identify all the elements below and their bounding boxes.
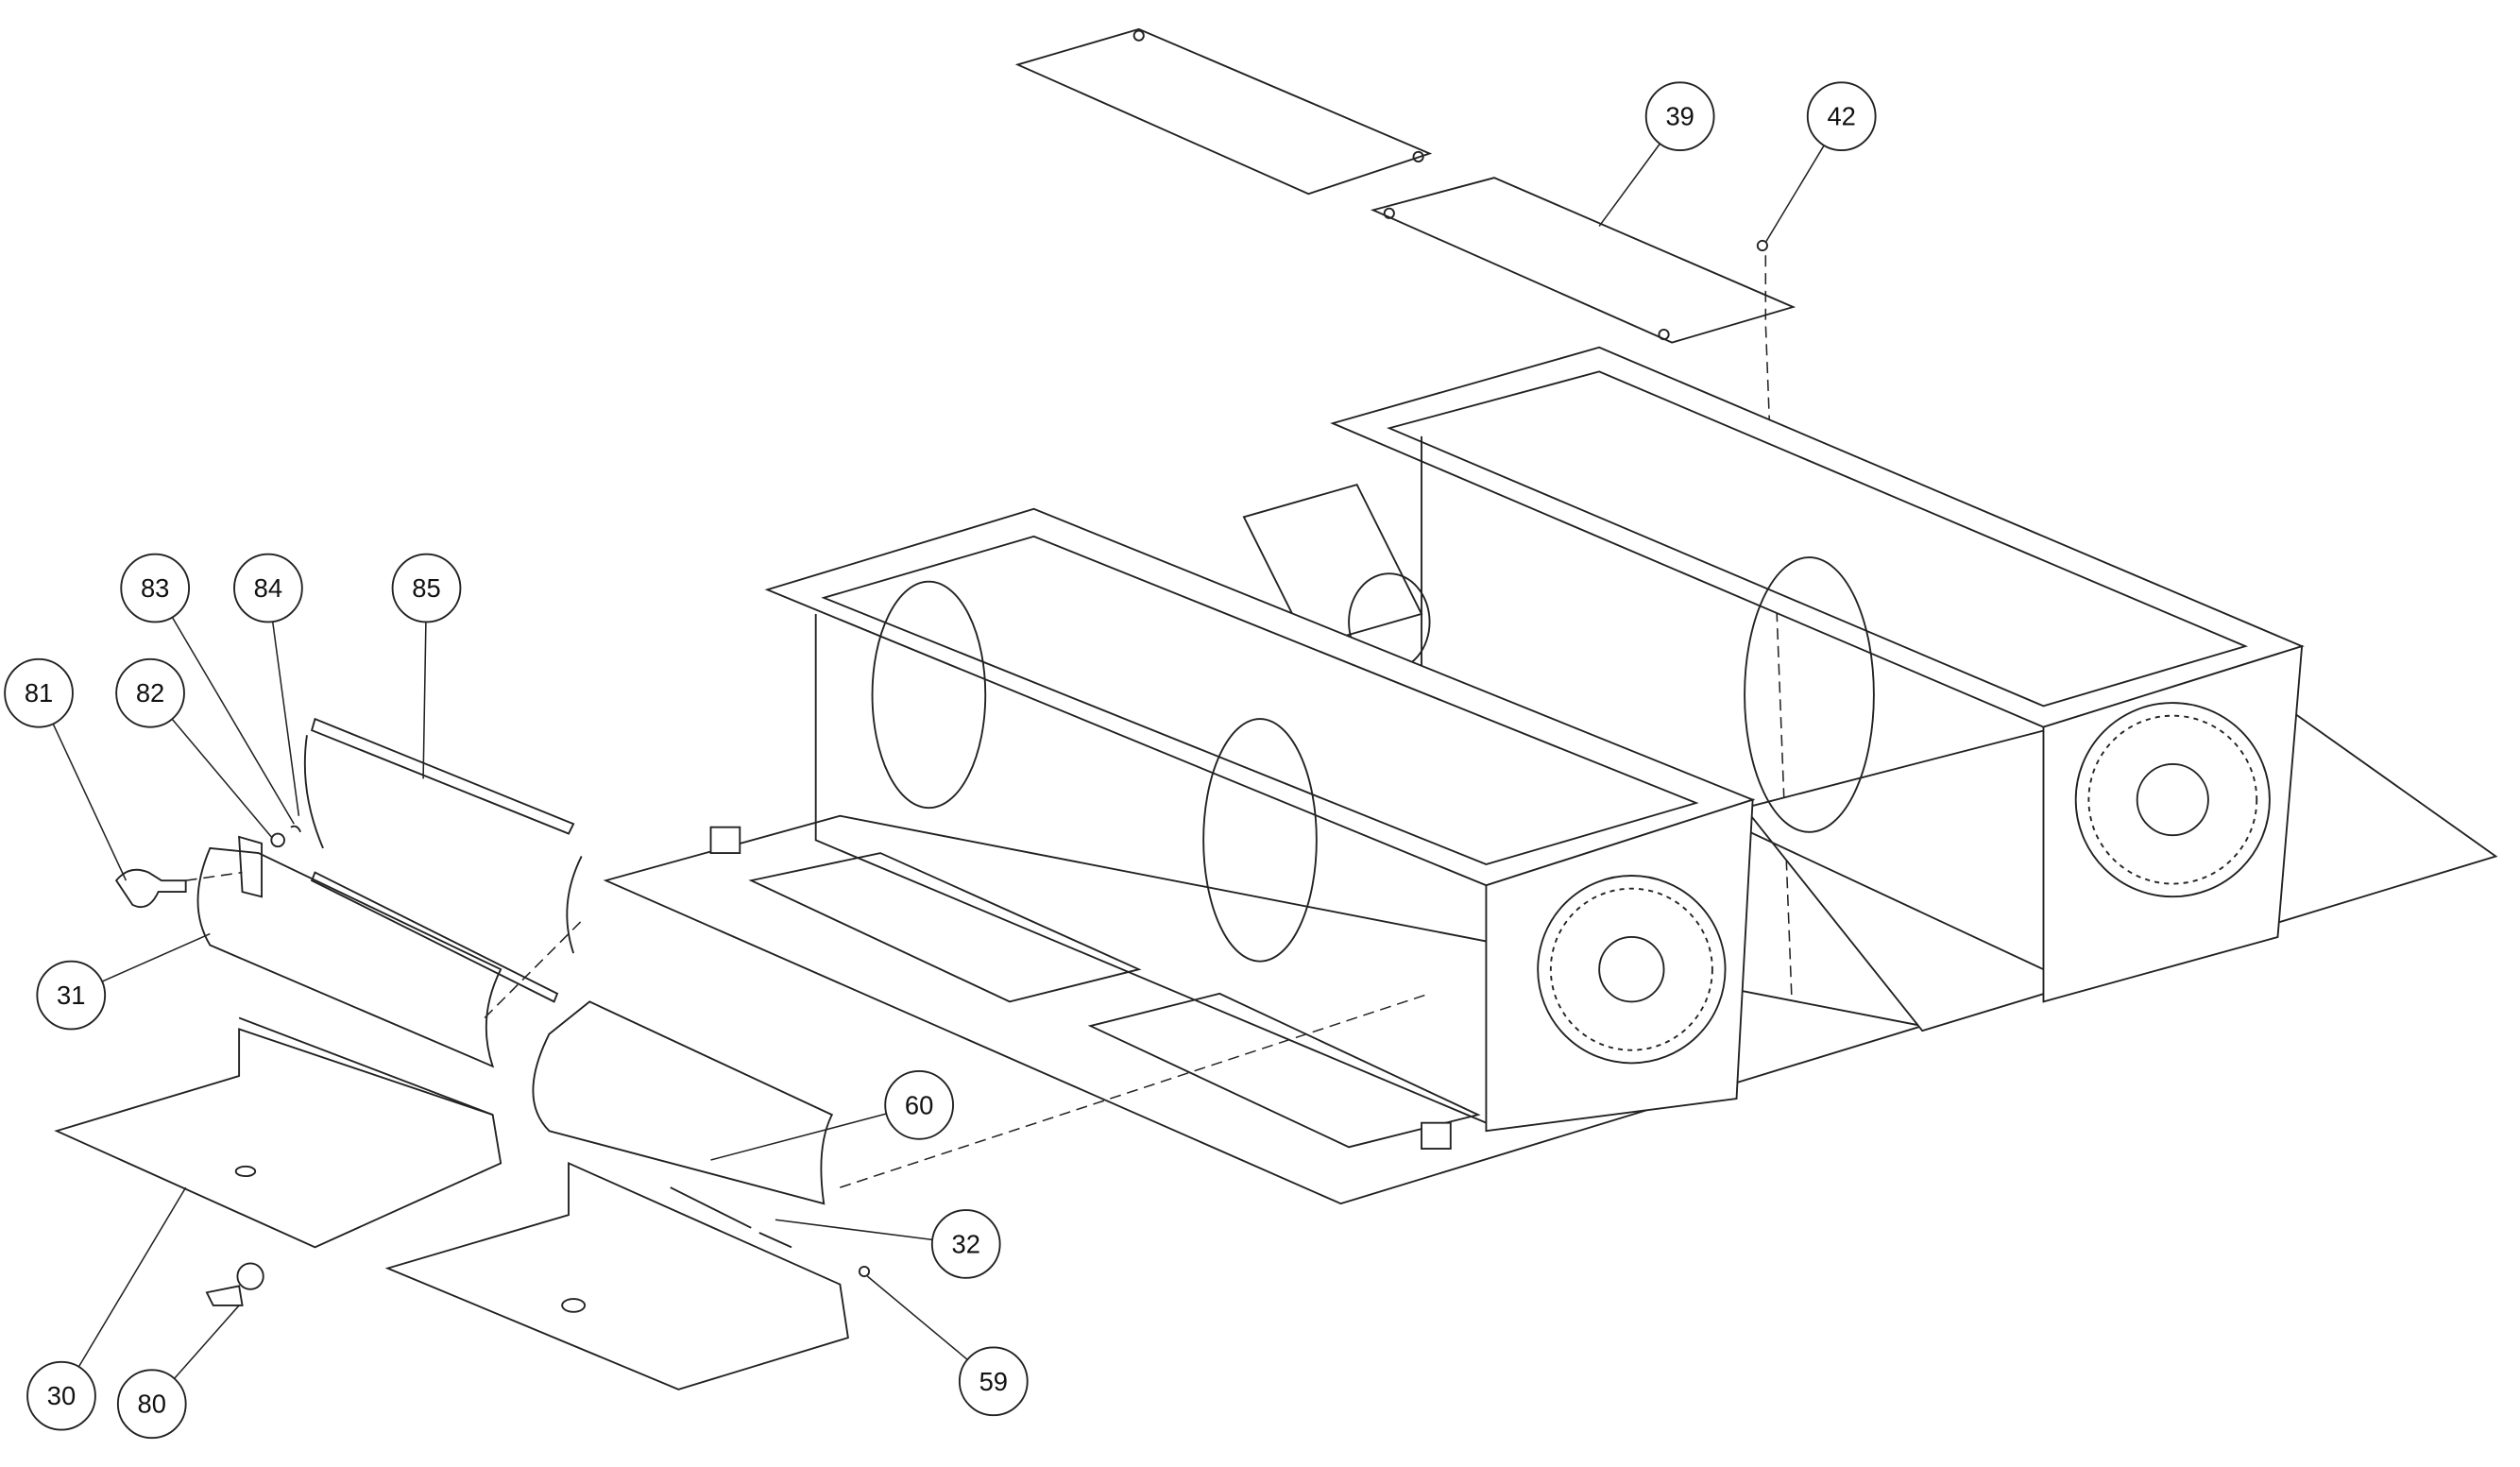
callout-label: 84 — [254, 573, 282, 603]
leader-line — [422, 622, 427, 779]
callout-85: 85 — [391, 553, 462, 779]
callout-label: 32 — [952, 1229, 980, 1258]
leader-line — [271, 622, 300, 816]
leader-line — [77, 1186, 187, 1368]
callout-label: 80 — [138, 1390, 166, 1419]
leader-line — [1764, 145, 1825, 243]
clip-83 — [290, 825, 301, 833]
nut-59 — [858, 1265, 871, 1278]
seal-85 — [303, 717, 583, 1003]
leader-line — [866, 1275, 968, 1360]
callout-label: 82 — [136, 678, 164, 708]
rotary-valve-right — [1330, 346, 2305, 1003]
callout-59: 59 — [866, 1275, 1029, 1417]
callout-bubble — [884, 1070, 954, 1140]
callout-label: 60 — [905, 1090, 933, 1119]
callout-bubble — [1644, 81, 1715, 152]
callout-31: 31 — [36, 932, 211, 1031]
plate-30 — [54, 1016, 502, 1249]
callout-39: 39 — [1598, 81, 1715, 227]
callout-bubble — [4, 657, 74, 728]
door-31 — [196, 835, 502, 1068]
lock-80 — [205, 1262, 264, 1306]
leader-line — [775, 1219, 933, 1241]
callout-layer: 39 42 83 84 85 81 82 31 60 32 59 30 80 — [4, 81, 1877, 1440]
cover-plate-upper — [1014, 27, 1433, 196]
callout-label: 81 — [25, 678, 53, 708]
callout-label: 83 — [141, 573, 169, 603]
callout-bubble — [1806, 81, 1877, 152]
callout-bubble — [115, 657, 185, 728]
callout-bubble — [26, 1360, 96, 1431]
callout-label: 59 — [979, 1367, 1008, 1396]
door-second — [532, 1000, 834, 1205]
callout-80: 80 — [116, 1305, 240, 1440]
callout-84: 84 — [233, 553, 303, 816]
callout-32: 32 — [775, 1209, 1001, 1279]
callout-bubble — [233, 553, 303, 623]
callout-81: 81 — [4, 657, 128, 881]
leader-line — [101, 932, 211, 982]
cover-plate-39 — [1370, 177, 1796, 344]
leader-line — [171, 718, 272, 838]
callout-bubble — [958, 1346, 1029, 1417]
callout-bubble — [120, 553, 191, 623]
callout-30: 30 — [26, 1186, 187, 1431]
knob-81 — [114, 868, 187, 909]
callout-label: 31 — [57, 981, 85, 1010]
callout-label: 42 — [1827, 102, 1855, 131]
callout-83: 83 — [120, 553, 295, 825]
callout-bubble — [391, 553, 462, 623]
leader-line — [52, 723, 128, 881]
callout-label: 30 — [47, 1381, 76, 1410]
callout-bubble — [36, 960, 107, 1031]
callout-82: 82 — [115, 657, 272, 838]
plate-second — [384, 1161, 849, 1390]
leader-line — [171, 617, 295, 825]
hinge-pin-32 — [670, 1186, 792, 1249]
callout-bubble — [116, 1369, 187, 1440]
leader-line — [710, 1113, 887, 1161]
callout-label: 85 — [412, 573, 440, 603]
leader-line — [173, 1305, 240, 1379]
callout-60: 60 — [710, 1070, 954, 1161]
washer-82 — [270, 832, 285, 848]
callout-42: 42 — [1764, 81, 1877, 243]
callout-bubble — [930, 1209, 1001, 1279]
callout-label: 39 — [1665, 102, 1694, 131]
leader-line — [1598, 143, 1661, 227]
screw-42 — [1756, 239, 1768, 252]
rotary-valve-left — [709, 507, 1756, 1150]
